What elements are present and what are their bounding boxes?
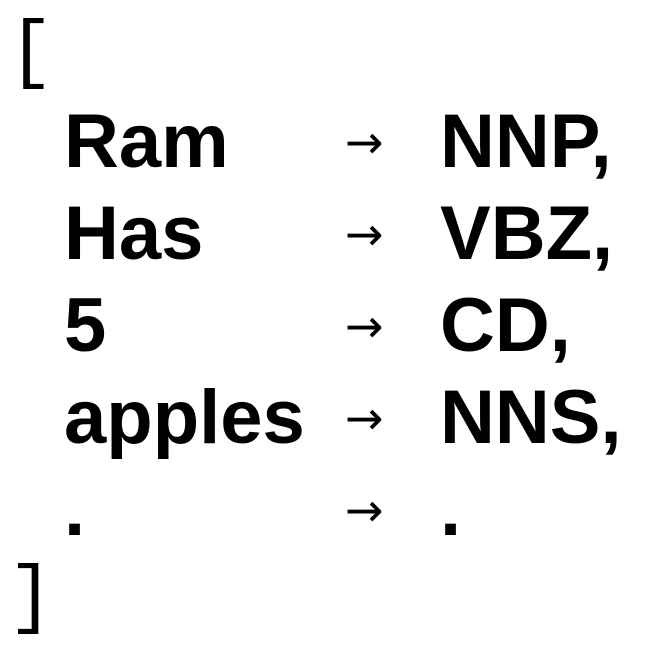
arrow-icon: → [345, 391, 384, 445]
pos-tag: NNS, [440, 375, 622, 460]
mapping-row: . → . [0, 465, 672, 555]
arrow-icon: → [345, 483, 384, 537]
mapping-row: 5 → CD, [0, 281, 672, 371]
arrow-icon: → [345, 299, 384, 353]
token-word: apples [64, 375, 305, 460]
arrow-icon: → [345, 115, 384, 169]
mapping-row: Ram → NNP, [0, 97, 672, 187]
pos-tag: CD, [440, 283, 571, 368]
pos-tag: VBZ, [440, 191, 614, 276]
token-word: 5 [64, 283, 107, 368]
open-bracket: [ [8, 10, 54, 96]
token-word: . [64, 467, 86, 552]
mapping-row: Has → VBZ, [0, 189, 672, 279]
close-bracket: ] [8, 555, 54, 641]
pos-tag: . [440, 467, 462, 552]
mapping-row: apples → NNS, [0, 373, 672, 463]
token-word: Has [64, 191, 204, 276]
pos-tag: NNP, [440, 99, 612, 184]
arrow-icon: → [345, 207, 384, 261]
token-word: Ram [64, 99, 229, 184]
